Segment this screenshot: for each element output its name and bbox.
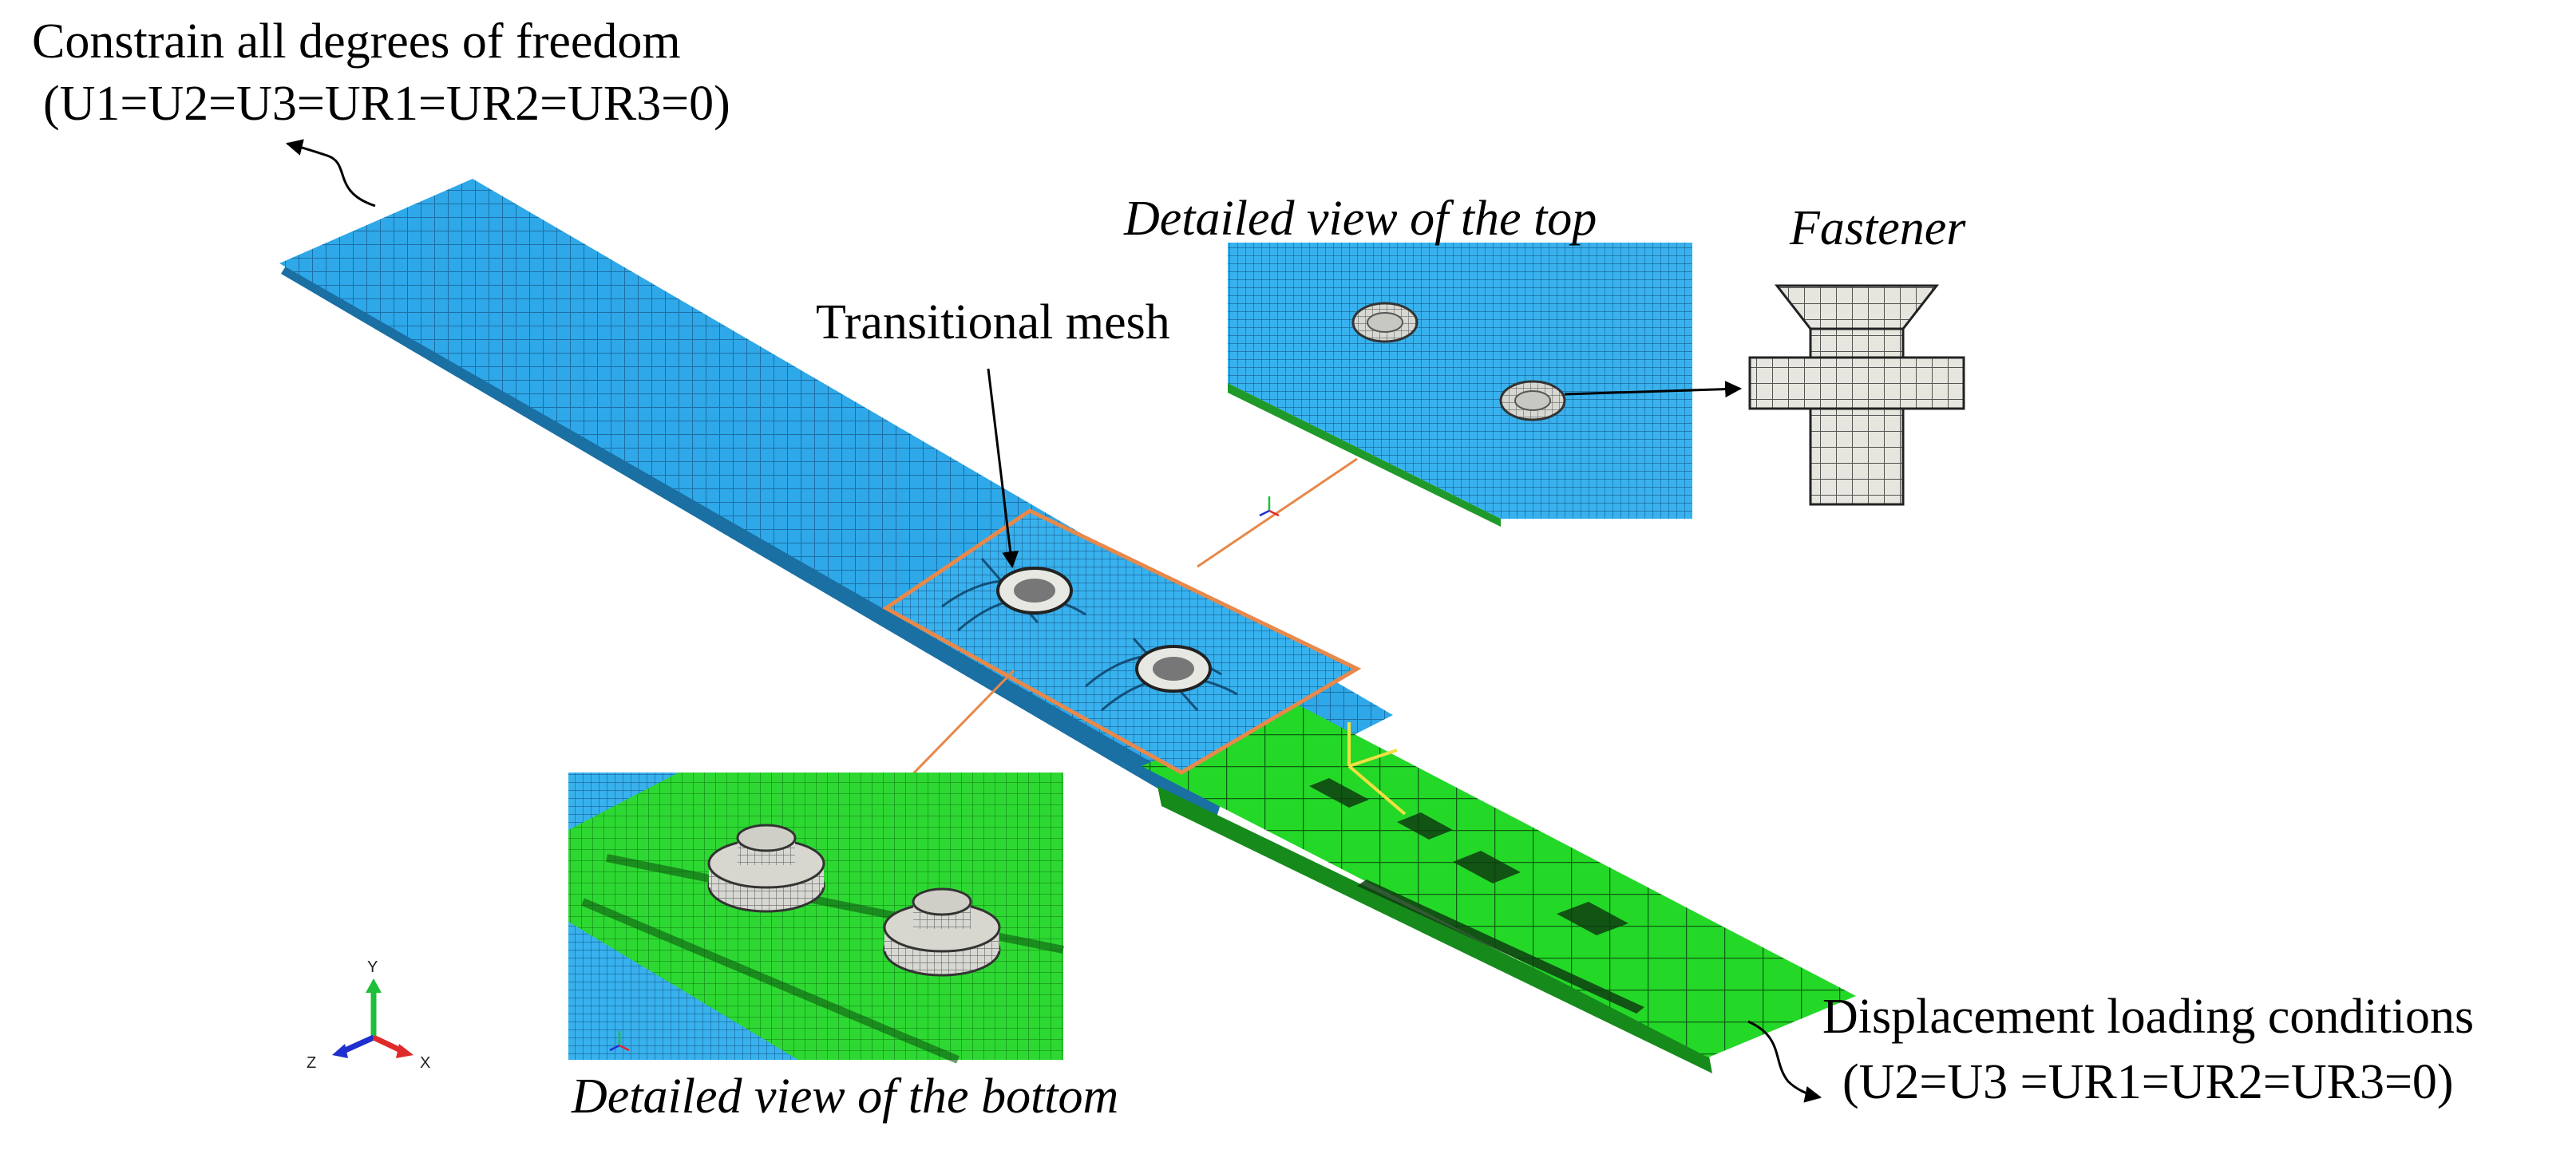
load-arrow — [1747, 1020, 1822, 1103]
detail-bottom-label: Detailed view of the bottom — [572, 1069, 1119, 1124]
fastener-drawing — [1748, 284, 1965, 506]
mini-triad-top — [1259, 496, 1280, 517]
fastener-hole-1-core — [1014, 579, 1055, 603]
bottom-detail-inset — [568, 773, 1064, 1064]
upper-plate-side — [281, 263, 1221, 822]
fastener-head — [1774, 284, 1940, 330]
fastener-shank-upper — [1809, 327, 1905, 359]
triad-z-axis — [340, 1034, 375, 1055]
fastener-shank-lower — [1809, 407, 1905, 506]
fastener-collar — [1748, 356, 1965, 410]
load-title: Displacement loading conditions — [1822, 990, 2475, 1044]
detail-top-label: Detailed view of the top — [1124, 192, 1597, 246]
fastener-label: Fastener — [1790, 201, 1966, 255]
top-fastener-core-1 — [1367, 312, 1403, 333]
triad-y-arrowhead — [366, 978, 382, 993]
bottom-fastener-1 — [707, 824, 825, 913]
transitional-mesh-arrow — [987, 368, 1019, 569]
transitional-mesh-label: Transitional mesh — [816, 295, 1170, 350]
lower-plate-gaps — [1309, 778, 1644, 1014]
constraint-equation: (U1=U2=U3=UR1=UR2=UR3=0) — [43, 77, 730, 131]
local-csys — [1347, 722, 1407, 816]
mini-triad-bottom — [609, 1031, 630, 1052]
constraint-arrow — [285, 139, 376, 207]
bottom-fastener-2 — [883, 887, 1001, 977]
triad-x-arrowhead — [396, 1044, 414, 1058]
axis-triad: Y Z X — [307, 958, 430, 1072]
lower-plate-side — [1157, 786, 1712, 1073]
constraint-title: Constrain all degrees of freedom — [32, 14, 681, 69]
load-equation: (U2=U3 =UR1=UR2=UR3=0) — [1842, 1055, 2454, 1109]
leader-top-detail — [1197, 457, 1358, 568]
fastener-hole-2-core — [1153, 657, 1194, 681]
triad-x-label: X — [420, 1054, 430, 1072]
transitional-highlight-box — [882, 508, 1362, 775]
arrow-to-fastener — [1564, 381, 1743, 398]
top-fastener-core-2 — [1514, 390, 1551, 411]
specimen-model — [279, 179, 1856, 1073]
triad-y-label: Y — [367, 958, 378, 976]
triad-z-arrowhead — [332, 1044, 348, 1058]
top-detail-inset — [1228, 243, 1692, 527]
triad-z-label: Z — [307, 1054, 316, 1072]
